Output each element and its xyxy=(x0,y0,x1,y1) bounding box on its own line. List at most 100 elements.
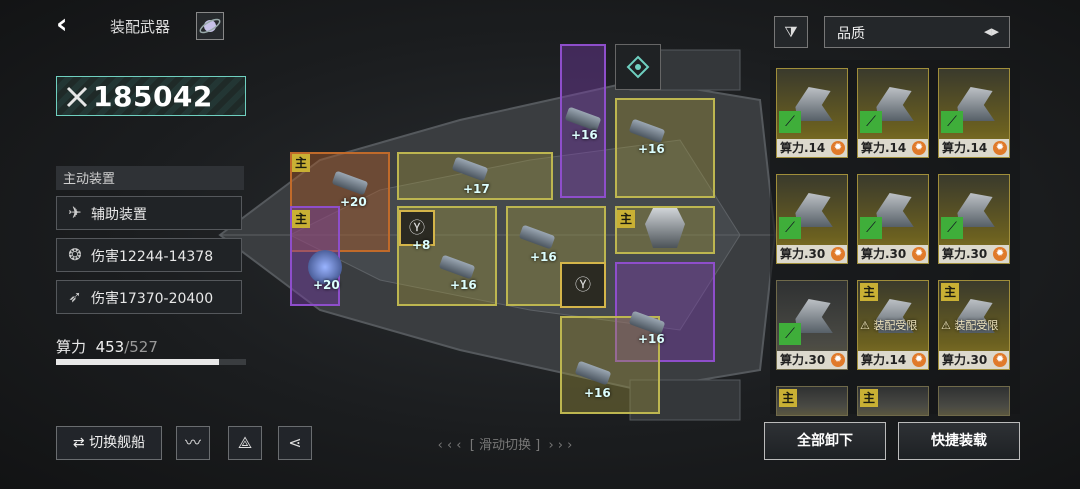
inventory-card-partial[interactable] xyxy=(938,386,1010,416)
compute-used: 453 xyxy=(95,338,125,356)
switch-ship-label: 切换舰船 xyxy=(89,435,146,451)
compute-max: /527 xyxy=(124,338,158,356)
rank-icon: ⟋ xyxy=(779,217,801,239)
combat-power-value: 185042 xyxy=(93,80,213,113)
jet-icon: ✈ xyxy=(68,203,82,222)
inventory-card[interactable]: ⟋ 算力.14✹ xyxy=(776,68,848,158)
inventory-card-partial[interactable]: 主 xyxy=(857,386,929,416)
inventory-card[interactable]: ⟋ 算力.30✹ xyxy=(776,174,848,264)
card-label: 算力.30 xyxy=(939,245,1009,263)
inventory-card-partial[interactable]: 主 xyxy=(776,386,848,416)
device-row-auxiliary[interactable]: ✈ 辅助装置 xyxy=(56,196,242,230)
waveform-icon: 〰 xyxy=(184,433,201,452)
sort-arrows-icon: ◂▸ xyxy=(983,22,999,40)
main-tag: 主 xyxy=(860,283,878,301)
gear-icon: ✹ xyxy=(831,141,845,155)
shield-device-icon xyxy=(308,250,342,284)
compute-label: 算力 xyxy=(56,338,87,356)
sort-dropdown[interactable]: 品质 ◂▸ xyxy=(824,16,1010,48)
diamond-icon xyxy=(626,55,650,79)
crossed-swords-icon xyxy=(66,86,88,108)
filter-icon: ⧩ xyxy=(784,23,798,41)
card-label: 算力.14 xyxy=(777,139,847,157)
inventory-card[interactable]: 主⚠ 装配受限算力.30✹ xyxy=(938,280,1010,370)
turret-icon xyxy=(645,208,685,248)
empty-slot-diamond[interactable] xyxy=(615,44,661,90)
main-tag: 主 xyxy=(617,210,635,228)
inventory-card[interactable]: ⟋算力.30✹ xyxy=(776,280,848,370)
rank-icon: ⟋ xyxy=(779,111,801,133)
combat-power-display: 185042 xyxy=(56,76,246,116)
share-icon: ⋖ xyxy=(288,433,302,452)
page-title: 装配武器 xyxy=(110,18,171,36)
compute-bar xyxy=(56,359,246,365)
waveform-button[interactable]: 〰 xyxy=(176,426,210,460)
card-label: 算力.30 xyxy=(939,351,1009,369)
device-row-damage-1[interactable]: ❂ 伤害12244-14378 xyxy=(56,238,242,272)
gear-icon: ✹ xyxy=(912,141,926,155)
slot-level: +16 xyxy=(638,142,665,156)
slot-level: +16 xyxy=(571,128,598,142)
inventory-card[interactable]: 主 ⚠ 装配受限算力.14✹ xyxy=(857,280,929,370)
slot-level: +20 xyxy=(340,195,367,209)
gear-icon: ✹ xyxy=(993,247,1007,261)
core-module-icon[interactable]: Ⓨ xyxy=(399,210,435,246)
back-arrow-icon[interactable]: ‹ xyxy=(56,7,68,40)
card-label: 算力.14 xyxy=(858,351,928,369)
inventory-card[interactable]: ⟋算力.30✹ xyxy=(938,174,1010,264)
main-tag: 主 xyxy=(941,283,959,301)
slot-level: +16 xyxy=(638,332,665,346)
gear-icon: ✹ xyxy=(993,141,1007,155)
restricted-warning: ⚠ 装配受限 xyxy=(860,319,918,332)
swipe-hint-text: 滑动切换 xyxy=(478,438,531,453)
share-button[interactable]: ⋖ xyxy=(278,426,312,460)
slot-yellow-right-top[interactable] xyxy=(615,98,715,198)
swipe-hint: ‹ ‹ ‹ [ 滑动切换 ] › › › xyxy=(437,438,573,453)
gear-icon: ✹ xyxy=(831,247,845,261)
card-label: 算力.30 xyxy=(858,245,928,263)
filter-button[interactable]: ⧩ xyxy=(774,16,808,48)
restricted-text: 装配受限 xyxy=(954,319,999,332)
inventory-card[interactable]: ⟋ 算力.14✹ xyxy=(938,68,1010,158)
card-label: 算力.14 xyxy=(858,139,928,157)
core-module-icon[interactable]: Ⓨ xyxy=(560,262,606,308)
inventory-card[interactable]: ⟋ 算力.30✹ xyxy=(857,174,929,264)
gear-icon: ✹ xyxy=(993,353,1007,367)
main-tag: 主 xyxy=(292,154,310,172)
rank-icon: ⟋ xyxy=(779,323,801,345)
planet-icon[interactable] xyxy=(196,12,224,40)
compute-bar-fill xyxy=(56,359,220,365)
gear-icon: ✹ xyxy=(912,247,926,261)
switch-ship-button[interactable]: ⇄ 切换舰船 xyxy=(56,426,162,460)
main-tag: 主 xyxy=(860,389,878,407)
compute-readout: 算力 453/527 xyxy=(56,336,158,357)
device-row-label: 伤害12244-14378 xyxy=(91,249,214,265)
emblem-button[interactable]: ⟁ xyxy=(228,426,262,460)
rank-icon: ⟋ xyxy=(860,217,882,239)
slot-level: +8 xyxy=(412,238,431,252)
cluster-icon: ❂ xyxy=(68,245,82,264)
section-title: 主动装置 xyxy=(56,166,244,190)
card-label: 算力.30 xyxy=(777,245,847,263)
slot-level: +20 xyxy=(313,278,340,292)
main-tag: 主 xyxy=(779,389,797,407)
device-row-damage-2[interactable]: ➶ 伤害17370-20400 xyxy=(56,280,242,314)
card-label: 算力.14 xyxy=(939,139,1009,157)
rank-icon: ⟋ xyxy=(941,111,963,133)
slot-level: +16 xyxy=(584,386,611,400)
missile-icon: ➶ xyxy=(68,287,82,306)
unequip-all-button[interactable]: 全部卸下 xyxy=(764,422,886,460)
quick-equip-button[interactable]: 快捷装载 xyxy=(898,422,1020,460)
card-label: 算力.30 xyxy=(777,351,847,369)
gear-icon: ✹ xyxy=(912,353,926,367)
inventory-card[interactable]: ⟋算力.14✹ xyxy=(857,68,929,158)
slot-level: +16 xyxy=(450,278,477,292)
device-row-label: 伤害17370-20400 xyxy=(91,291,214,307)
slot-level: +17 xyxy=(463,182,490,196)
device-row-label: 辅助装置 xyxy=(91,207,147,223)
emblem-icon: ⟁ xyxy=(237,433,253,452)
main-tag: 主 xyxy=(292,210,310,228)
slot-purple-right[interactable] xyxy=(615,262,715,362)
sort-label: 品质 xyxy=(837,26,865,42)
